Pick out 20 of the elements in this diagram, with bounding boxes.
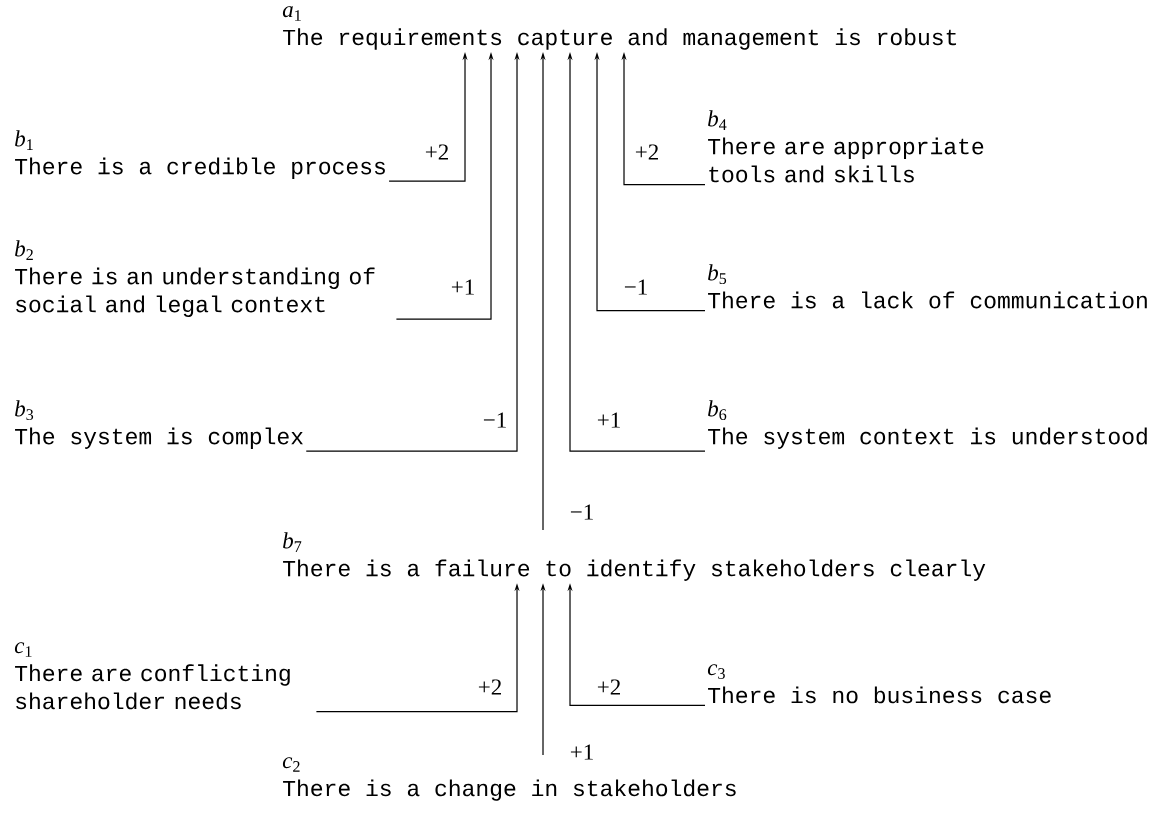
statement-text: b$_{6}$ The system context is understood [708,400,1147,449]
statement-text: b$_{1}$ There is a credible process [15,130,385,179]
edge-label: +2 [425,144,448,160]
statement-text: a$_{1}$ The requirements capture and management is robust [282,6,956,50]
statement-text: b$_{3}$ The system is complex [15,400,303,449]
statement-text: b$_{7}$ There is a failure to identify stakeholders clearly [283,532,986,581]
statement-text: b$_{4}$ There are appropriate tools and skills [708,110,984,183]
statement-text: b$_{2}$ There is an understanding of social and legal context [15,240,375,317]
statement-text: b$_{5}$ There is a lack of communication [708,264,1147,309]
edge-label: +1 [570,744,593,760]
statement-text: c$_{3}$ There is no business case [707,664,1051,704]
edge-label: −1 [483,412,506,428]
edge-label: +2 [478,679,501,695]
edge-label: −1 [624,279,647,295]
edge-label: +1 [597,412,620,428]
edge-label: +2 [635,144,658,160]
statement-text: c$_{1}$ There are conflicting shareholder needs [14,642,290,710]
edge-label: −1 [570,504,593,520]
edge-label: +1 [451,279,474,295]
edge-label: +2 [597,679,620,695]
